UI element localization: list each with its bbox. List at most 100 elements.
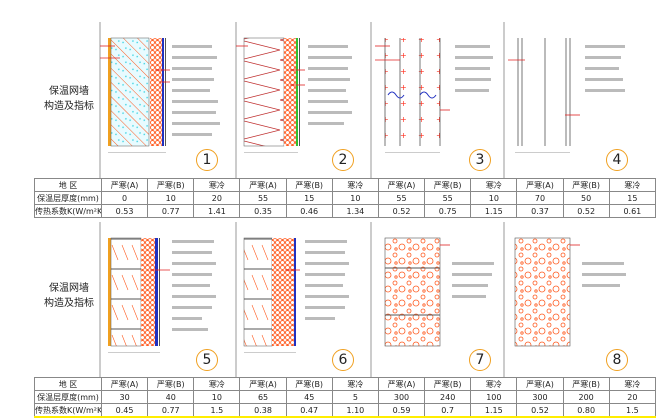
table-cell: 0.7 <box>424 403 472 417</box>
table-cell: 寒冷 <box>193 178 241 192</box>
table-cell: 严寒(B) <box>562 178 610 192</box>
table-cell: 10 <box>331 191 379 205</box>
table-cell: 50 <box>562 191 610 205</box>
row-label: 地 区 <box>34 178 102 192</box>
table-cell: 严寒(B) <box>285 377 333 391</box>
table-cell: 55 <box>424 191 472 205</box>
table-cell: 10 <box>193 390 241 404</box>
row-label: 保温层厚度(mm) <box>34 191 102 205</box>
table-cell: 严寒(B) <box>424 377 472 391</box>
table-header-row: 地 区严寒(A)严寒(B)寒冷严寒(A)严寒(B)寒冷严寒(A)严寒(B)寒冷严… <box>34 377 657 391</box>
table-cell: 严寒(A) <box>239 377 287 391</box>
table-cell: 300 <box>516 390 564 404</box>
table-cell: 严寒(A) <box>516 377 564 391</box>
table-cell: 1.5 <box>608 403 657 417</box>
table-cell: 240 <box>424 390 472 404</box>
annotation-leaders <box>100 45 580 271</box>
table-cell: 0.37 <box>516 204 564 218</box>
table-cell: 300 <box>377 390 426 404</box>
table-cell: 0.38 <box>239 403 287 417</box>
spec-table-top: 地 区严寒(A)严寒(B)寒冷严寒(A)严寒(B)寒冷严寒(A)严寒(B)寒冷严… <box>34 178 657 218</box>
table-cell: 寒冷 <box>193 377 241 391</box>
table-cell: 严寒(B) <box>147 377 195 391</box>
table-cell: 0.35 <box>239 204 287 218</box>
table-cell: 1.15 <box>470 403 518 417</box>
table-cell: 10 <box>470 191 518 205</box>
table-cell: 0.52 <box>562 204 610 218</box>
table-cell: 严寒(B) <box>424 178 472 192</box>
table-cell: 20 <box>608 390 657 404</box>
table-cell: 10 <box>147 191 195 205</box>
detail-6-drawing <box>243 237 296 347</box>
detail-number-7: 7 <box>469 349 491 371</box>
table-cell: 15 <box>285 191 333 205</box>
table-cell: 40 <box>147 390 195 404</box>
dimension-lines <box>108 152 570 353</box>
table-cell: 寒冷 <box>331 178 379 192</box>
table-cell: 0.46 <box>285 204 333 218</box>
detail-number-1: 1 <box>196 149 218 171</box>
detail-5-drawing <box>108 237 160 347</box>
row-label: 传热系数K(W/m²K) <box>34 403 102 417</box>
detail-number-4: 4 <box>606 149 628 171</box>
table-cell: 严寒(A) <box>239 178 287 192</box>
table-cell: 严寒(B) <box>147 178 195 192</box>
table-cell: 0.47 <box>285 403 333 417</box>
table-cell: 0.45 <box>100 403 149 417</box>
table-cell: 0.80 <box>562 403 610 417</box>
table-cell: 5 <box>331 390 379 404</box>
row-label: 地 区 <box>34 377 102 391</box>
table-cell: 严寒(A) <box>377 377 426 391</box>
table-cell: 0 <box>100 191 149 205</box>
detail-1-drawing <box>108 37 166 147</box>
section-title-line: 保温网墙 <box>49 283 89 294</box>
table-cell: 55 <box>239 191 287 205</box>
table-cell: 1.10 <box>331 403 379 417</box>
spec-table-bottom: 地 区严寒(A)严寒(B)寒冷严寒(A)严寒(B)寒冷严寒(A)严寒(B)寒冷严… <box>34 377 657 417</box>
table-cell: 寒冷 <box>470 178 518 192</box>
detail-3-drawing <box>384 38 441 146</box>
table-cell: 严寒(A) <box>516 178 564 192</box>
annotation-text-lines <box>172 45 626 331</box>
detail-8-drawing <box>514 237 571 347</box>
table-cell: 1.41 <box>193 204 241 218</box>
section-title-bottom: 保温网墙 构造及指标 <box>38 281 100 311</box>
table-cell: 严寒(A) <box>100 377 149 391</box>
table-header-row: 地 区严寒(A)严寒(B)寒冷严寒(A)严寒(B)寒冷严寒(A)严寒(B)寒冷严… <box>34 178 657 192</box>
table-cell: 1.5 <box>193 403 241 417</box>
table-cell: 55 <box>377 191 426 205</box>
table-cell: 45 <box>285 390 333 404</box>
table-cell: 0.77 <box>147 204 195 218</box>
table-cell: 寒冷 <box>608 178 657 192</box>
detail-2-drawing <box>243 37 300 147</box>
table-cell: 70 <box>516 191 564 205</box>
table-cell: 0.75 <box>424 204 472 218</box>
table-cell: 1.34 <box>331 204 379 218</box>
table-cell: 65 <box>239 390 287 404</box>
row-label: 保温层厚度(mm) <box>34 390 102 404</box>
detail-number-3: 3 <box>469 149 491 171</box>
highlight-line <box>34 416 656 418</box>
table-cell: 100 <box>470 390 518 404</box>
table-cell: 0.59 <box>377 403 426 417</box>
section-title-line: 保温网墙 <box>49 86 89 97</box>
table-cell: 1.15 <box>470 204 518 218</box>
table-cell: 寒冷 <box>608 377 657 391</box>
section-title-top: 保温网墙 构造及指标 <box>38 84 100 114</box>
detail-number-8: 8 <box>606 349 628 371</box>
row-label: 传热系数K(W/m²K) <box>34 204 102 218</box>
table-cell: 0.52 <box>377 204 426 218</box>
table-cell: 0.77 <box>147 403 195 417</box>
panel-grid <box>99 22 505 378</box>
detail-number-6: 6 <box>332 349 354 371</box>
table-cell: 0.53 <box>100 204 149 218</box>
detail-number-5: 5 <box>196 349 218 371</box>
table-cell: 严寒(A) <box>377 178 426 192</box>
table-cell: 200 <box>562 390 610 404</box>
table-cell: 严寒(B) <box>562 377 610 391</box>
detail-number-2: 2 <box>332 149 354 171</box>
table-cell: 寒冷 <box>470 377 518 391</box>
